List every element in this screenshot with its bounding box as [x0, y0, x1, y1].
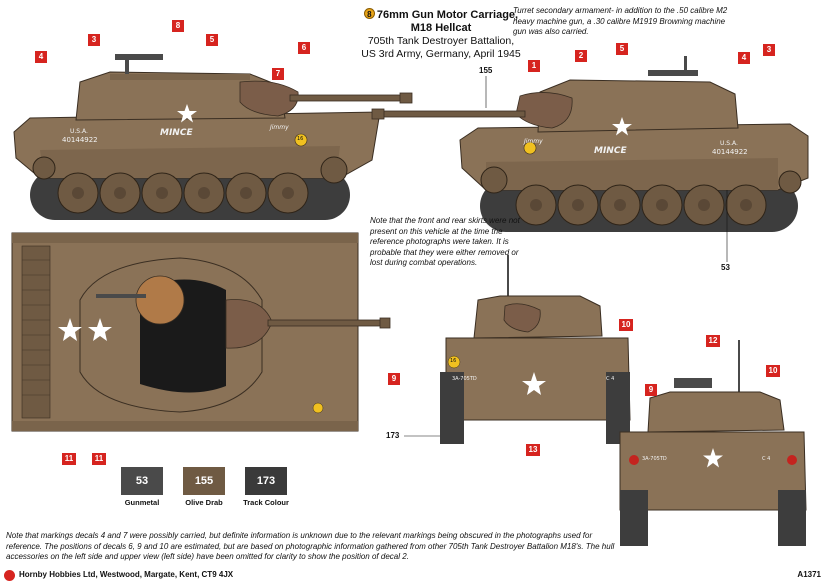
left-turret-star: [177, 104, 197, 123]
front-star: [522, 372, 546, 395]
front-antenna: [507, 255, 509, 299]
left-usa-marking: U.S.A.: [70, 128, 88, 135]
rear-right-track: [778, 490, 806, 546]
left-serial-marking: 40144922: [62, 136, 98, 144]
scheme-number-badge: 8: [363, 8, 375, 19]
rear-company-marking: C 4: [762, 456, 771, 462]
paint-swatch-olive-drab: 155: [183, 467, 225, 495]
left-nickname-marking: Jimmy: [270, 124, 289, 131]
decal-badge: 6: [298, 42, 310, 54]
footer-company: Hornby Hobbies Ltd, Westwood, Margate, K…: [19, 570, 234, 579]
right-mantlet-cover: [515, 92, 573, 129]
decal-badge: 3: [88, 34, 100, 46]
paint-swatch-gunmetal: 53: [121, 467, 163, 495]
right-name-marking: MINCE: [594, 146, 627, 156]
top-engine-grille: [21, 245, 51, 419]
rear-star: [703, 448, 723, 468]
paint-ref-skirt: 53: [721, 263, 730, 272]
paint-label-olive-drab: Olive Drab: [185, 498, 223, 507]
decal-badge: 9: [645, 384, 657, 396]
paint-ref-track: 173: [386, 431, 400, 440]
left-gun-barrel: [289, 94, 409, 102]
left-bridge-class: 16: [297, 136, 304, 142]
paint-label-gunmetal: Gunmetal: [124, 498, 160, 507]
right-serial-marking: 40144922: [712, 148, 748, 156]
title-line-1: 76mm Gun Motor Carriage,: [376, 9, 519, 21]
title-line-2: M18 Hellcat: [410, 22, 472, 34]
decal-badge: 12: [706, 335, 720, 347]
rear-light-left: [629, 455, 639, 465]
decal-badge: 3: [763, 44, 775, 56]
decal-badge: 2: [575, 50, 587, 62]
decal-badge: 5: [616, 43, 628, 55]
front-company-marking: C 4: [606, 376, 615, 382]
title-line-3: 705th Tank Destroyer Battalion,: [367, 35, 515, 47]
airfix-logo-icon: [4, 570, 15, 581]
rear-antenna: [738, 340, 740, 396]
decal-badge: 4: [738, 52, 750, 64]
paint-ref-gun: 155: [479, 66, 493, 75]
decal-badge: 10: [619, 319, 633, 331]
footer-code: A1371: [797, 570, 821, 579]
decal-badge: 10: [766, 365, 780, 377]
decal-badge: 5: [206, 34, 218, 46]
front-unit-code-marking: 3A-705TD: [452, 376, 477, 382]
rear-mg: [674, 378, 712, 388]
decal-badge: 8: [172, 20, 184, 32]
paint-label-track-colour: Track Colour: [243, 498, 289, 507]
left-bridge-plate: [294, 133, 308, 147]
right-bridge-plate: [523, 141, 537, 155]
front-mantlet-cover: [503, 303, 541, 333]
top-star-turret: [88, 318, 112, 341]
title-line-4: US 3rd Army, Germany, April 1945: [361, 48, 521, 60]
left-side-profile: [13, 54, 487, 220]
rear-view: [619, 340, 807, 546]
right-turret-star: [612, 117, 632, 136]
rear-unit-code-marking: 3A-705TD: [642, 456, 667, 462]
top-star-hull: [58, 318, 82, 341]
left-mantlet-cover: [239, 80, 299, 117]
skirts-note: Note that the front and rear skirts were…: [370, 216, 520, 267]
front-view: [440, 255, 631, 444]
left-name-marking: MINCE: [160, 128, 193, 138]
footnote: Note that markings decals 4 and 7 were p…: [6, 531, 615, 561]
left-mg: [125, 54, 129, 74]
decal-badge: 7: [272, 68, 284, 80]
rear-turret: [647, 391, 785, 433]
decal-badge: 11: [92, 453, 106, 465]
rear-light-right: [787, 455, 797, 465]
right-usa-marking: U.S.A.: [720, 140, 738, 147]
front-bridge-plate: [447, 355, 461, 369]
right-side-profile: [371, 56, 809, 262]
front-bridge-class: 16: [450, 358, 457, 364]
top-mg: [96, 294, 146, 298]
front-left-track: [440, 372, 464, 444]
paint-swatch-track-colour: 173: [245, 467, 287, 495]
top-ammo-ring: [135, 275, 185, 325]
right-nickname-marking: Jimmy: [524, 138, 543, 145]
right-gun-barrel: [374, 110, 526, 118]
decal-badge: 4: [35, 51, 47, 63]
decal-badge: 13: [526, 444, 540, 456]
decal-badge: 1: [528, 60, 540, 72]
top-gun-barrel: [267, 319, 387, 327]
secondary-armament-note: Turret secondary armament- in addition t…: [513, 6, 728, 36]
decal-badge: 9: [388, 373, 400, 385]
right-mg: [648, 70, 698, 76]
right-turret: [537, 79, 739, 133]
rear-left-track: [620, 490, 648, 546]
top-bridge-plate: [312, 402, 324, 414]
decal-badge: 11: [62, 453, 76, 465]
top-view: [11, 232, 391, 432]
